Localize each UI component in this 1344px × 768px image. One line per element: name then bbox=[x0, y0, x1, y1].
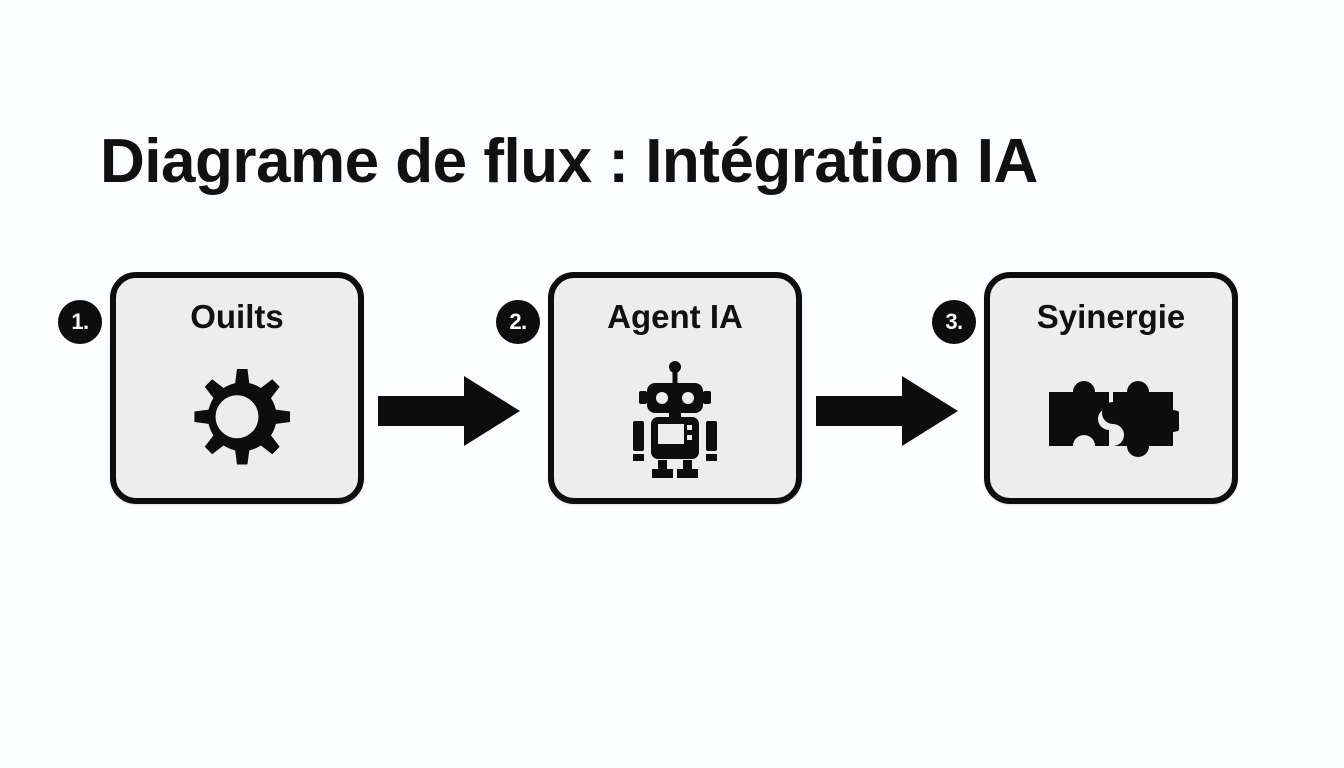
step-box bbox=[110, 272, 364, 504]
step-label: Agent IA bbox=[607, 298, 743, 335]
arrow-right-icon bbox=[378, 376, 520, 446]
step-badge-2: 2. bbox=[496, 300, 540, 344]
step-label: Ouilts bbox=[190, 298, 284, 335]
step-badge-3: 3. bbox=[932, 300, 976, 344]
flow-step-syinergie[interactable]: Syinergie bbox=[984, 272, 1238, 504]
flow-step-ouilts[interactable]: Ouilts bbox=[110, 272, 364, 504]
step-badge-1: 1. bbox=[58, 300, 102, 344]
robot-icon bbox=[548, 360, 802, 480]
step-box bbox=[984, 272, 1238, 504]
puzzle-pieces-icon bbox=[984, 360, 1238, 480]
gear-icon bbox=[110, 360, 364, 480]
flow-step-agent-ia[interactable]: Agent IA bbox=[548, 272, 802, 504]
step-label: Syinergie bbox=[1036, 298, 1186, 335]
page-title: Diagrame de flux : Intégration IA bbox=[100, 127, 1038, 196]
flow-steps-row: 1. Ouilts 2. Agent IA bbox=[0, 262, 1344, 512]
arrow-right-icon bbox=[816, 376, 958, 446]
